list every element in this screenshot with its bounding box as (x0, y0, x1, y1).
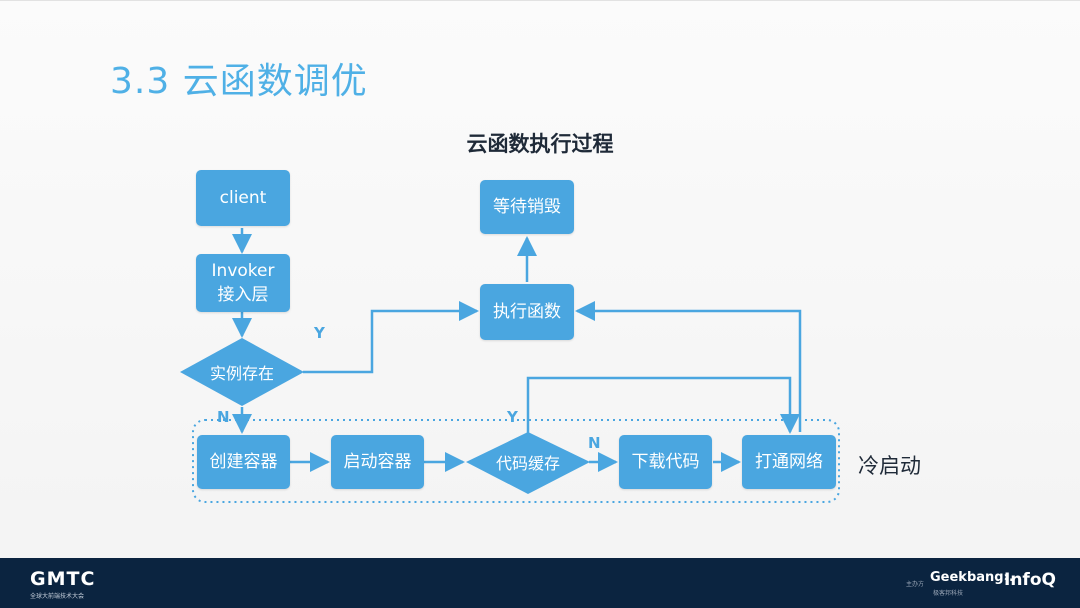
wait-destroy-label: 等待销毁 (493, 197, 561, 217)
code-cache-diamond (466, 432, 590, 494)
create-container-label: 创建容器 (209, 452, 278, 472)
slide-title: 3.3 云函数调优 (110, 61, 368, 102)
cold-start-label: 冷启动 (858, 454, 921, 478)
footer-bar: GMTC 全球大前端技术大会 主办方 Geekbang›. 极客邦科技 Info… (0, 558, 1080, 608)
cache-yes-label: Y (507, 408, 518, 426)
edge-instance-execute (303, 301, 479, 374)
edge-network-execute (575, 301, 802, 432)
invoker-label-line1: Invoker (211, 261, 275, 281)
execute-function-label: 执行函数 (493, 302, 561, 322)
create-container-node: 创建容器 (197, 435, 290, 489)
cache-no-label: N (588, 434, 601, 452)
download-code-label: 下载代码 (631, 452, 700, 472)
gmtc-logo: GMTC (30, 568, 96, 590)
client-label: client (219, 188, 267, 208)
geekbang-subtitle: 极客邦科技 (933, 590, 964, 597)
code-cache-label: 代码缓存 (495, 454, 560, 473)
client-node: client (196, 170, 290, 226)
invoker-node: Invoker 接入层 (196, 254, 290, 312)
host-label: 主办方 (906, 581, 925, 588)
infoq-logo: InfoQ (1004, 570, 1056, 590)
geekbang-logo: Geekbang›. (930, 570, 1014, 585)
diagram-title: 云函数执行过程 (466, 132, 614, 156)
start-container-node: 启动容器 (331, 435, 424, 489)
instance-exists-diamond (180, 338, 304, 406)
cold-start-region (192, 419, 840, 503)
instance-exists-label: 实例存在 (209, 364, 274, 383)
flow-connectors (180, 228, 840, 503)
open-network-node: 打通网络 (742, 435, 836, 489)
top-divider (0, 0, 1080, 1)
invoker-label-line2: 接入层 (217, 285, 269, 305)
start-container-label: 启动容器 (343, 452, 412, 472)
gmtc-subtitle: 全球大前端技术大会 (30, 593, 85, 600)
execute-function-node: 执行函数 (480, 284, 574, 340)
download-code-node: 下载代码 (619, 435, 712, 489)
instance-no-label: N (217, 408, 230, 426)
instance-yes-label: Y (314, 324, 325, 342)
wait-destroy-node: 等待销毁 (480, 180, 574, 234)
edge-cache-network (526, 376, 800, 434)
open-network-label: 打通网络 (755, 452, 823, 472)
